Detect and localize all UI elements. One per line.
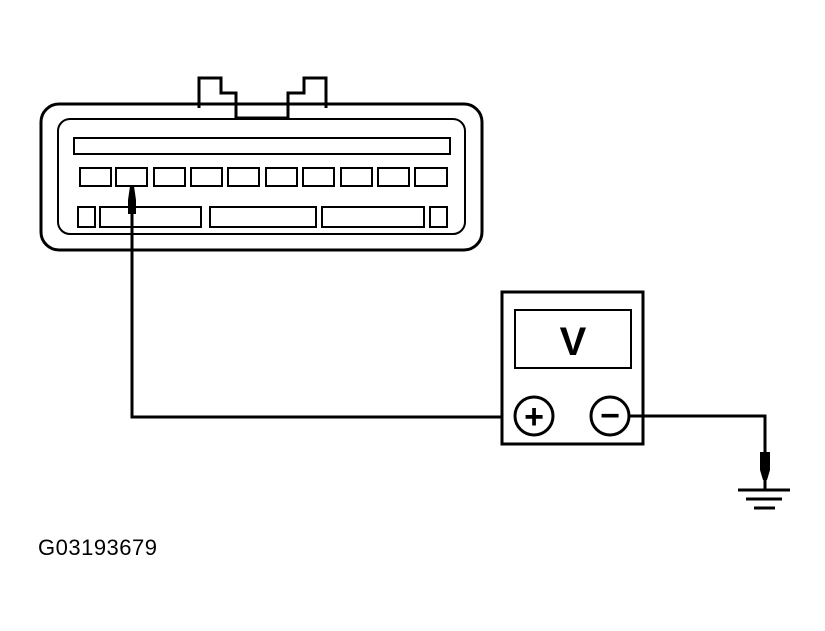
- cavity-pin: [79, 167, 112, 187]
- connector-housing: [39, 102, 484, 252]
- cavity-slot-bottom: [77, 206, 96, 228]
- negative-lead-wire: [629, 414, 767, 462]
- positive-terminal-symbol: +: [524, 398, 544, 436]
- positive-terminal: [513, 395, 555, 437]
- cavity-slot-bottom: [99, 206, 202, 228]
- ground-symbol-icon: [738, 480, 790, 510]
- negative-terminal-symbol: −: [600, 397, 620, 435]
- cavity-slot-bottom: [429, 206, 448, 228]
- cavity-slot-bottom: [209, 206, 317, 228]
- connector: [39, 76, 484, 252]
- connector-inner-outline: [57, 118, 466, 235]
- connector-cavities: [73, 137, 451, 228]
- probe-tip-icon: [128, 186, 136, 214]
- connector-latch: [197, 76, 328, 120]
- voltmeter: V + −: [500, 290, 645, 446]
- cavity-slot-top: [73, 137, 451, 155]
- cavity-pin: [302, 167, 335, 187]
- cavity-pin: [265, 167, 298, 187]
- cavity-pin: [340, 167, 373, 187]
- voltmeter-display: [514, 309, 632, 369]
- cavity-slot-bottom: [321, 206, 425, 228]
- cavity-pin: [190, 167, 223, 187]
- figure-reference-code: G03193679: [38, 535, 158, 560]
- voltmeter-unit-label: V: [560, 320, 587, 364]
- ground-probe-icon: [760, 452, 770, 480]
- positive-lead-wire: [130, 212, 513, 419]
- cavity-pin: [414, 167, 448, 187]
- cavity-pin: [377, 167, 410, 187]
- cavity-pin: [227, 167, 260, 187]
- cavity-pin: [115, 167, 148, 187]
- cavity-pin: [153, 167, 186, 187]
